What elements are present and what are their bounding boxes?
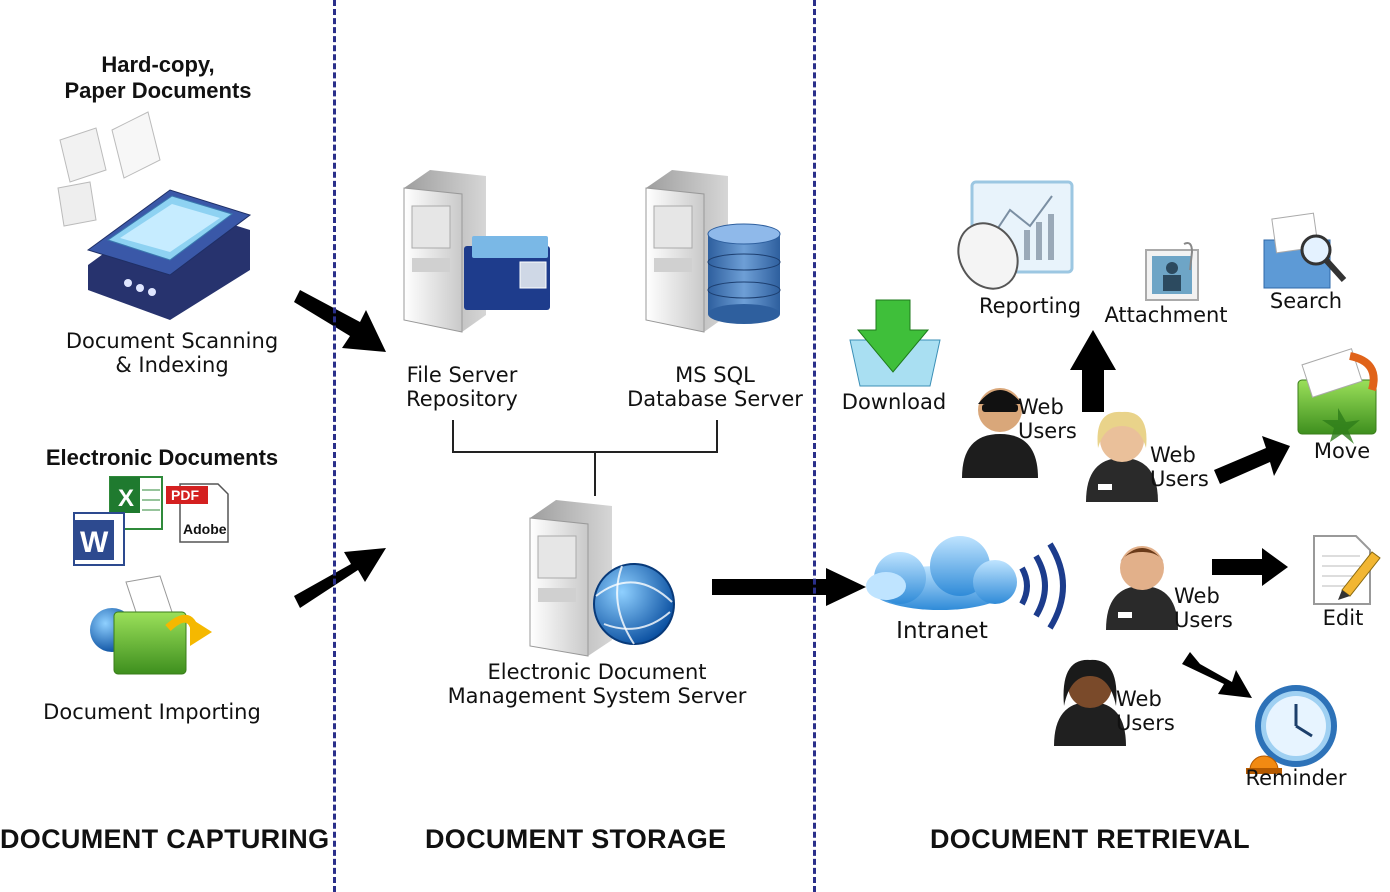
users-to-reporting-arrow <box>1070 330 1116 412</box>
reporting-icon <box>957 180 1074 290</box>
file-server-label: File Server Repository <box>406 363 518 412</box>
scanner-icon <box>57 111 252 320</box>
import-folder-icon <box>90 575 212 675</box>
edms-server-label: Electronic Document Management System Se… <box>447 660 747 709</box>
web-users-label-2: Web Users <box>1150 443 1209 492</box>
users-to-move-arrow <box>1214 436 1290 484</box>
edms-server-icon <box>529 500 675 657</box>
attachment-label: Attachment <box>1104 303 1228 327</box>
intranet-cloud-icon <box>866 536 1017 610</box>
section-heading-capturing: DOCUMENT CAPTURING <box>0 824 330 854</box>
reminder-label: Reminder <box>1245 766 1347 790</box>
search-label: Search <box>1269 289 1343 313</box>
web-user-avatar-4 <box>1054 659 1126 746</box>
web-users-label-1: Web Users <box>1018 395 1077 444</box>
importing-label: Document Importing <box>43 700 261 724</box>
scanning-label: Document Scanning & Indexing <box>65 329 279 378</box>
attachment-icon <box>1145 242 1199 301</box>
intranet-label: Intranet <box>896 618 988 644</box>
section-divider-right <box>813 0 816 892</box>
svg-text:X: X <box>118 485 134 512</box>
edms-to-intranet-arrow <box>712 568 866 606</box>
download-label: Download <box>841 390 947 414</box>
section-heading-storage: DOCUMENT STORAGE <box>425 824 727 854</box>
download-icon <box>849 299 941 387</box>
file-server-icon <box>403 170 550 333</box>
web-users-label-4: Web Users <box>1116 687 1175 736</box>
pdf-label: PDF <box>171 487 199 503</box>
server-connector <box>452 420 718 453</box>
web-user-avatar-1 <box>962 388 1038 478</box>
reporting-label: Reporting <box>978 294 1082 318</box>
web-user-avatar-2 <box>1086 411 1158 502</box>
reminder-icon <box>1246 685 1337 774</box>
search-icon <box>1263 212 1347 289</box>
adobe-label: Adobe <box>183 521 227 537</box>
electronic-documents-heading: Electronic Documents <box>45 445 279 470</box>
web-user-avatar-3 <box>1106 546 1178 630</box>
users-to-reminder-arrow <box>1182 652 1252 698</box>
section-heading-retrieval: DOCUMENT RETRIEVAL <box>930 824 1250 854</box>
sql-server-icon <box>645 170 781 333</box>
wireless-signal-icon <box>1019 542 1066 630</box>
scan-to-storage-arrow <box>294 290 386 352</box>
move-label: Move <box>1313 439 1371 463</box>
move-icon <box>1297 348 1378 444</box>
pdf-icon: PDF Adobe <box>166 483 229 543</box>
word-icon: W <box>73 512 125 566</box>
edit-icon <box>1313 535 1381 605</box>
section-divider-left <box>333 0 336 892</box>
paper-documents-heading: Hard-copy, Paper Documents <box>64 52 252 103</box>
web-users-label-3: Web Users <box>1174 584 1233 633</box>
users-to-edit-arrow <box>1212 548 1288 586</box>
svg-text:W: W <box>80 526 109 559</box>
edit-label: Edit <box>1322 606 1364 630</box>
import-to-storage-arrow <box>294 548 386 608</box>
sql-server-label: MS SQL Database Server <box>627 363 803 412</box>
